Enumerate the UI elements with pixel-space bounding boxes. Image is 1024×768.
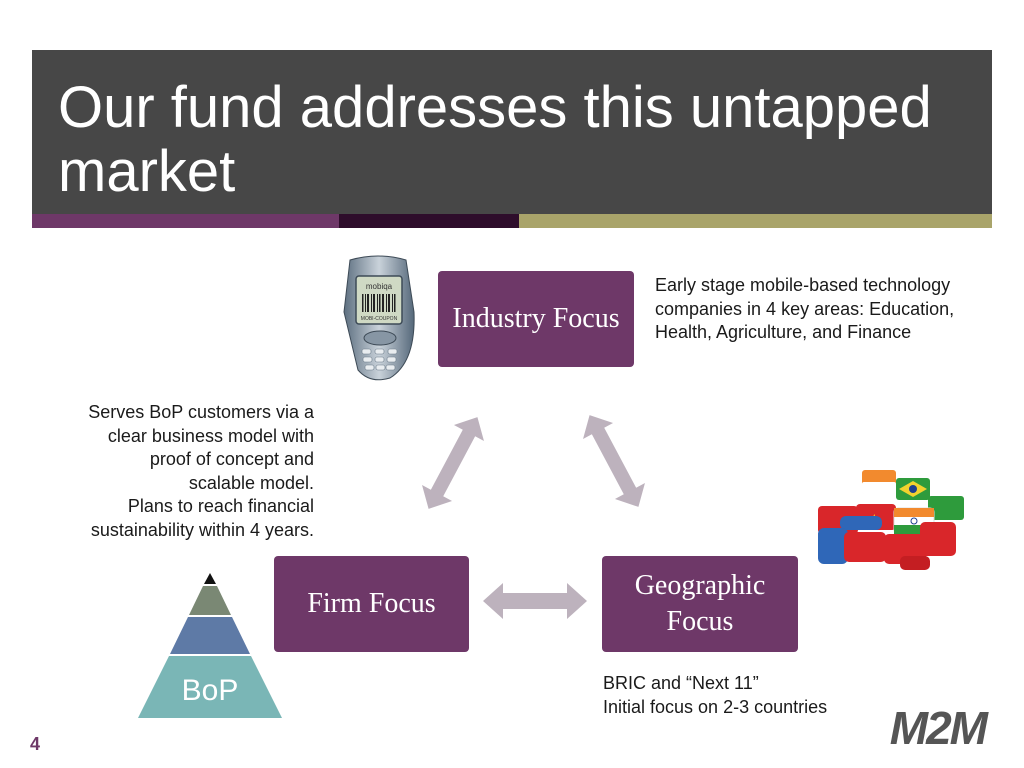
- firm-description-line: sustainability within 4 years.: [90, 519, 314, 540]
- accent-stripe-purple: [32, 214, 339, 228]
- firm-description-line: scalable model.: [188, 472, 314, 493]
- geographic-description-line: BRIC and “Next 11”: [603, 673, 759, 693]
- firm-description-line: Serves BoP customers via a: [88, 402, 314, 422]
- firm-focus-label: Firm Focus: [307, 588, 436, 619]
- phone-brand-text: mobiqa: [366, 282, 393, 291]
- m2m-logo: M2M: [890, 702, 992, 752]
- arrow-industry-firm: [422, 417, 484, 509]
- arrow-industry-geographic: [583, 415, 645, 507]
- puzzle-flags-image: ★: [818, 470, 964, 570]
- geographic-description-line: Initial focus on 2-3 countries: [603, 696, 828, 717]
- slide-title: Our fund addresses this untapped market: [58, 75, 932, 204]
- firm-focus-box: Firm Focus: [274, 556, 469, 652]
- arrow-firm-geographic: [483, 583, 587, 619]
- industry-focus-label: Industry Focus: [452, 303, 620, 334]
- page-number: 4: [30, 734, 41, 754]
- firm-description-line: proof of concept and: [149, 449, 314, 469]
- accent-stripe-dark: [339, 214, 519, 228]
- title-bar: Our fund addresses this untapped market: [32, 50, 992, 214]
- firm-description: Serves BoP customers via a clear busines…: [30, 401, 314, 542]
- geographic-focus-label: Geographic Focus: [634, 570, 766, 637]
- firm-description-line: Plans to reach financial: [127, 496, 314, 516]
- geographic-description: BRIC and “Next 11” Initial focus on 2-3 …: [603, 672, 893, 719]
- phone-screen-text: MOBI-COUPON: [361, 316, 398, 322]
- industry-description-text: Early stage mobile-based technology comp…: [655, 275, 955, 342]
- logo-text: M2M: [890, 702, 990, 752]
- pyramid-base-label: BoP: [182, 674, 239, 707]
- bop-pyramid-image: BoP: [138, 573, 282, 718]
- industry-description: Early stage mobile-based technology comp…: [655, 274, 975, 345]
- industry-focus-box: Industry Focus: [438, 271, 634, 367]
- geographic-focus-box: Geographic Focus: [602, 556, 798, 652]
- firm-description-line: clear business model with: [107, 425, 314, 446]
- mobile-phone-image: mobiqa MOBI-COUPON: [343, 255, 415, 381]
- accent-stripe-olive: [519, 214, 992, 228]
